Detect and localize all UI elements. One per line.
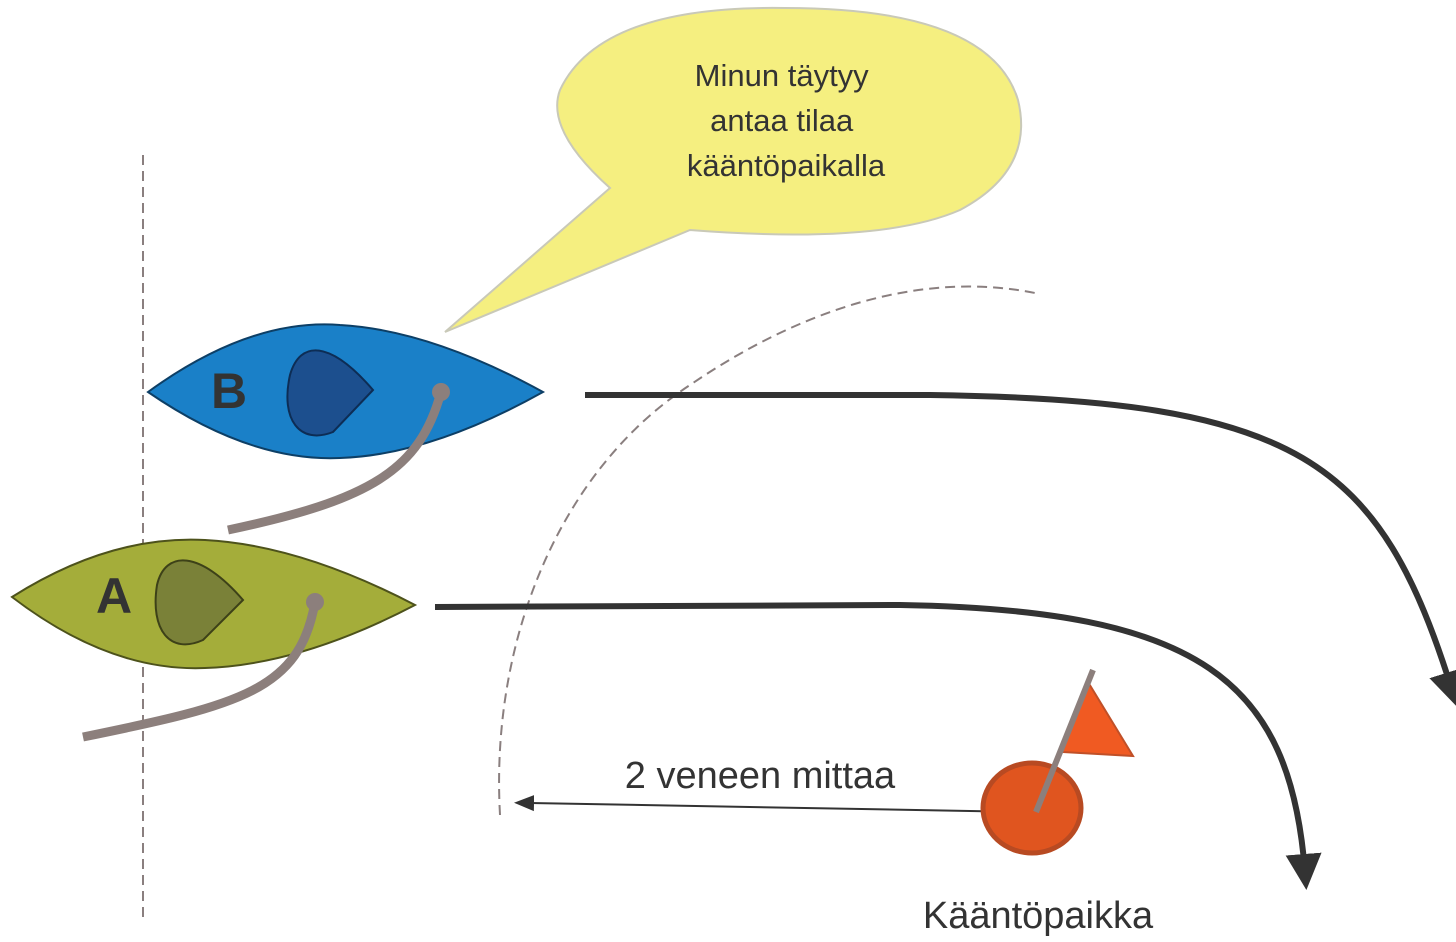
boat-a-sail	[154, 559, 245, 646]
boat-a-boom	[82, 601, 320, 742]
boat-b-course	[585, 392, 1456, 708]
distance-label: 2 veneen mittaa	[625, 755, 896, 797]
bubble-line-2: antaa tilaa	[710, 103, 854, 138]
mark-buoy	[980, 760, 1084, 856]
bubble-line-3: kääntöpaikalla	[687, 148, 886, 183]
speech-bubble: Minun täytyy antaa tilaa kääntöpaikalla	[444, 6, 1023, 333]
mark-pole	[1033, 668, 1096, 814]
bubble-line-1: Minun täytyy	[695, 58, 870, 93]
mark-label: Kääntöpaikka	[923, 895, 1154, 937]
boat-b-sail	[286, 349, 375, 437]
boat-a-course	[434, 601, 1322, 890]
boat-a: A	[10, 538, 418, 742]
distance-arrow	[514, 795, 1028, 813]
svg-text:Minun täytyy antaa tilaa: Minun täytyy antaa tilaa kääntöpaikalla	[687, 58, 886, 183]
boat-b-label: B	[211, 363, 247, 419]
boat-b: B	[146, 323, 546, 535]
turning-mark	[980, 668, 1135, 856]
zone-arc	[498, 285, 1036, 816]
boat-a-label: A	[96, 568, 132, 624]
boat-b-boom	[227, 390, 446, 535]
